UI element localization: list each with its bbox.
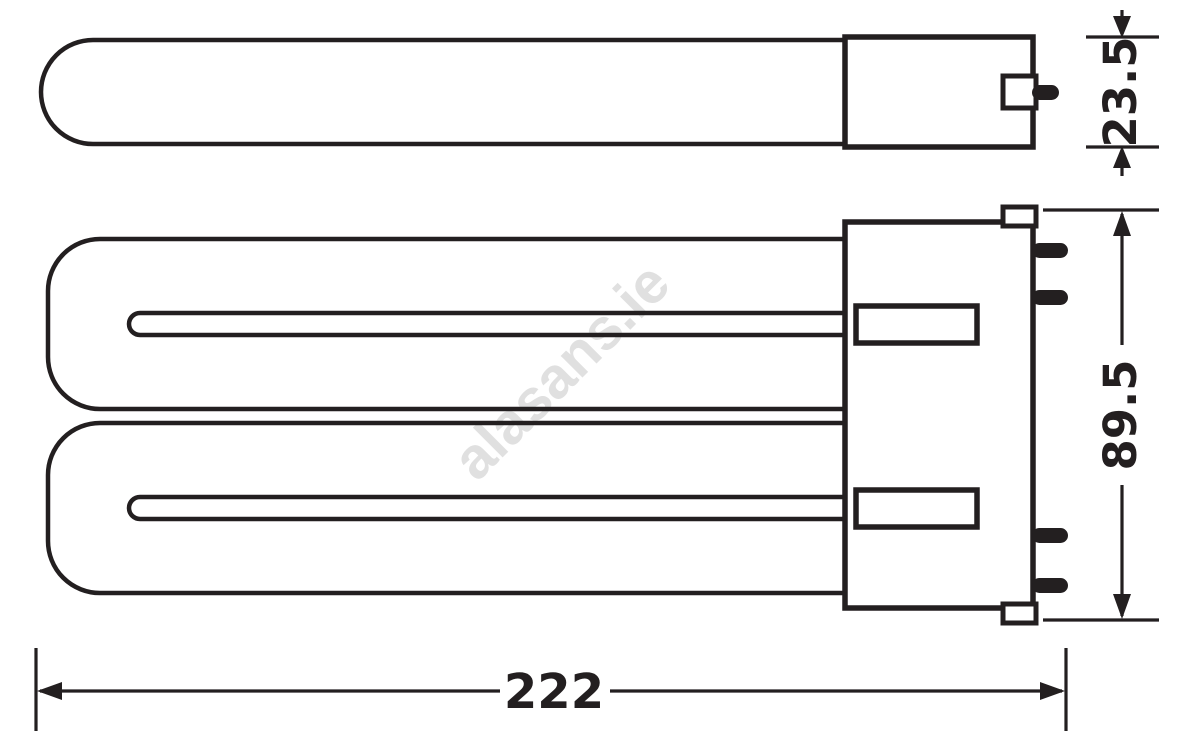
contact-pin-3 [1032, 528, 1068, 543]
dim-arrow-cap-bottom [1113, 146, 1131, 168]
dim-arrow-length-left [37, 682, 62, 700]
watermark: alasans.ie [440, 250, 682, 492]
main-base-cap [842, 219, 1036, 611]
upper-lamp-view [38, 37, 848, 147]
dim-arrow-width-top [1113, 211, 1131, 236]
tube-1-inner-divider [126, 310, 848, 338]
lower-tube-outline-2 [45, 420, 848, 596]
main-base-top-tab [1000, 204, 1039, 229]
watermark-text: alasans.ie [440, 250, 682, 492]
dim-label-cap-height: 23.5 [1094, 36, 1147, 147]
dimension-lamp-length [34, 648, 1068, 731]
upper-tube-outline [38, 37, 848, 147]
contact-pin-group [1032, 243, 1068, 593]
lower-lamp-view [45, 236, 848, 596]
contact-pin-4 [1032, 578, 1068, 593]
main-base-window-lower [853, 487, 980, 530]
contact-pin-1 [1032, 243, 1068, 258]
tube-2-inner-divider [126, 494, 848, 522]
lower-tube-outline-1 [45, 236, 848, 412]
dim-arrow-length-right [1040, 682, 1065, 700]
contact-pin-2 [1032, 290, 1068, 305]
upper-base-socket [1000, 73, 1039, 111]
dim-label-lamp-length: 222 [504, 664, 604, 720]
dim-arrow-cap-top [1113, 16, 1131, 38]
dim-arrow-width-bottom [1113, 594, 1131, 619]
upper-contact-pin [1032, 85, 1059, 100]
main-base-window-upper [853, 303, 980, 346]
dim-label-lamp-width: 89.5 [1094, 359, 1147, 470]
main-base-bottom-tab [1000, 601, 1039, 626]
